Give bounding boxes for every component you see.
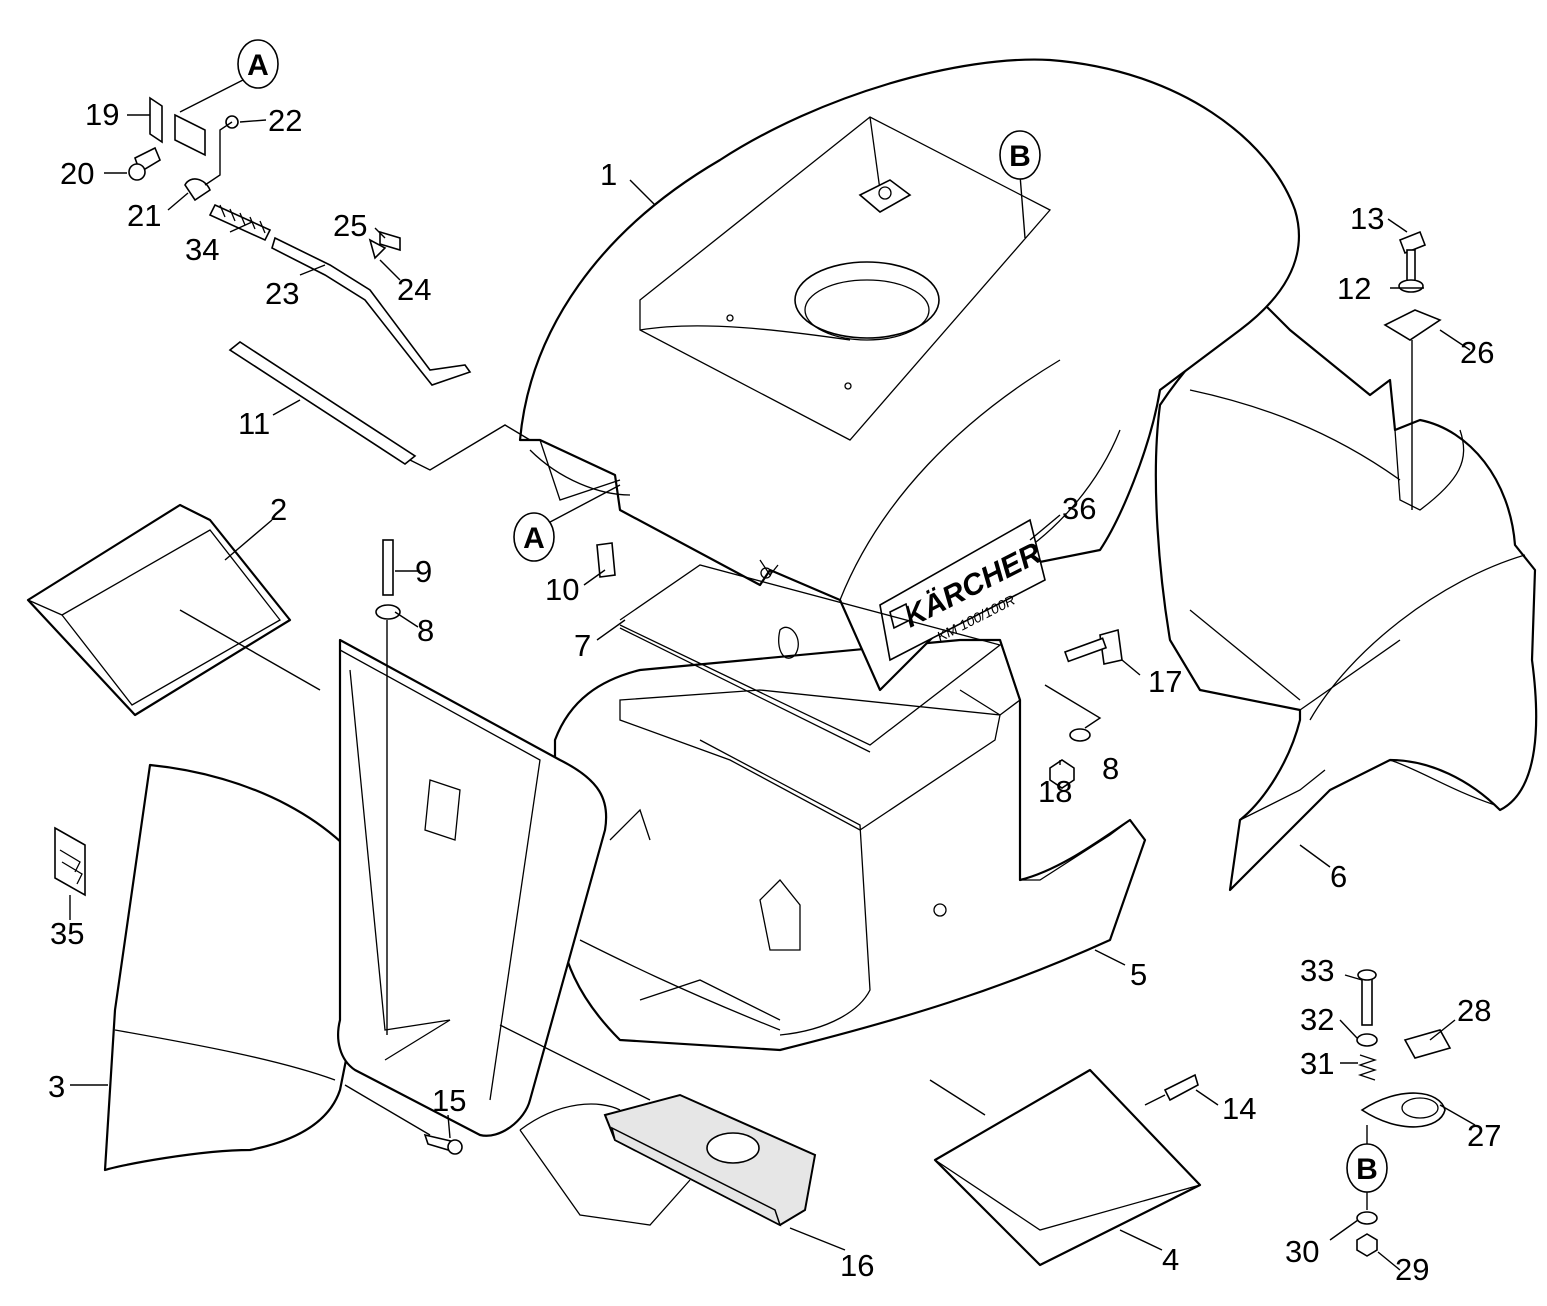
ref-b-top-label: B: [1009, 140, 1031, 173]
label-part-15: 15: [432, 1083, 466, 1118]
part-6-rear-fender: [1154, 298, 1538, 892]
part-2-left-cover: [26, 503, 292, 717]
connection-ref-a-top: A: [237, 39, 279, 89]
part-33-bolt: [1361, 974, 1373, 1026]
part-30-washer: [1356, 1211, 1378, 1225]
part-8a-washer: [375, 604, 401, 620]
label-part-28: 28: [1457, 993, 1491, 1028]
part-24-screw: [368, 238, 387, 260]
label-part-34: 34: [185, 232, 219, 267]
connection-ref-b-bottom: B: [1346, 1143, 1388, 1193]
part-29-nut: [1356, 1233, 1378, 1257]
part-19-plate: [149, 96, 163, 144]
part-1-top-hood: [518, 58, 1300, 692]
part-25-clip: [379, 230, 401, 252]
part-5-main-body: [553, 638, 1147, 1052]
part-8b-washer: [1069, 728, 1091, 742]
part-9-bolt: [382, 539, 394, 596]
label-part-30: 30: [1285, 1234, 1319, 1269]
label-part-24: 24: [397, 272, 431, 307]
label-part-5: 5: [1130, 957, 1147, 992]
label-part-23: 23: [265, 276, 299, 311]
label-part-17: 17: [1148, 664, 1182, 699]
ref-b-bottom-label: B: [1356, 1153, 1378, 1186]
label-part-16: 16: [840, 1248, 874, 1283]
hardware-top-left-assembly: [128, 96, 472, 465]
part-27-plate: [1360, 1092, 1446, 1128]
label-part-14: 14: [1222, 1091, 1256, 1126]
part-32-washer: [1356, 1033, 1378, 1047]
label-part-25: 25: [333, 208, 367, 243]
label-part-33: 33: [1300, 953, 1334, 988]
connection-ref-b-top: B: [999, 130, 1041, 180]
part-number-labels: 1 2 3 4 5 6 7 8 8 9 10 11 12 13 14 15 16…: [48, 97, 1501, 1287]
label-part-3: 3: [48, 1069, 65, 1104]
label-part-29: 29: [1395, 1252, 1429, 1287]
hardware-right: [375, 230, 1442, 1155]
label-part-35: 35: [50, 916, 84, 951]
label-part-4: 4: [1162, 1242, 1179, 1277]
label-part-32: 32: [1300, 1002, 1334, 1037]
part-3-front-door: [103, 763, 382, 1172]
label-part-7: 7: [574, 628, 591, 663]
label-part-19: 19: [85, 97, 119, 132]
label-part-26: 26: [1460, 335, 1494, 370]
label-part-20: 20: [60, 156, 94, 191]
part-13-bolt-head: [1398, 230, 1427, 255]
connection-ref-a-mid: A: [513, 512, 555, 562]
part-35-emblem: [54, 826, 86, 897]
part-11-bar: [228, 341, 417, 465]
part-frame-front: [337, 638, 608, 1137]
label-part-22: 22: [268, 103, 302, 138]
part-18-nut: [1049, 759, 1075, 789]
part-28-label: [1403, 1029, 1452, 1059]
label-part-21: 21: [127, 198, 161, 233]
part-21-cap: [184, 178, 211, 202]
label-part-6: 6: [1330, 859, 1347, 894]
label-part-36: 36: [1062, 491, 1096, 526]
label-part-12: 12: [1337, 271, 1371, 306]
part-7-frame: [619, 564, 1021, 753]
label-part-8b: 8: [1102, 751, 1119, 786]
part-14-screw: [1163, 1073, 1199, 1102]
part-26-plate: [1383, 309, 1442, 341]
label-part-8a: 8: [417, 613, 434, 648]
hardware-bottom-right: [1356, 969, 1452, 1257]
label-part-10: 10: [545, 572, 579, 607]
label-part-31: 31: [1300, 1046, 1334, 1081]
part-19-bracket: [174, 113, 206, 157]
part-16-bracket: [519, 1093, 817, 1227]
ref-a-mid-label: A: [523, 522, 545, 555]
ref-a-top-label: A: [247, 49, 269, 82]
part-31-spring: [1357, 1054, 1378, 1081]
label-part-1: 1: [600, 157, 617, 192]
label-part-2: 2: [270, 492, 287, 527]
part-23-rod: [271, 236, 472, 386]
label-part-9: 9: [415, 554, 432, 589]
label-part-11: 11: [238, 406, 270, 441]
part-10-screw: [596, 542, 616, 578]
label-part-13: 13: [1350, 201, 1384, 236]
leader-lines: [69, 79, 1476, 1271]
part-4-right-cover: [933, 1068, 1202, 1267]
label-part-27: 27: [1467, 1118, 1501, 1153]
part-12-washer: [1398, 279, 1424, 293]
label-part-18: 18: [1038, 774, 1072, 809]
